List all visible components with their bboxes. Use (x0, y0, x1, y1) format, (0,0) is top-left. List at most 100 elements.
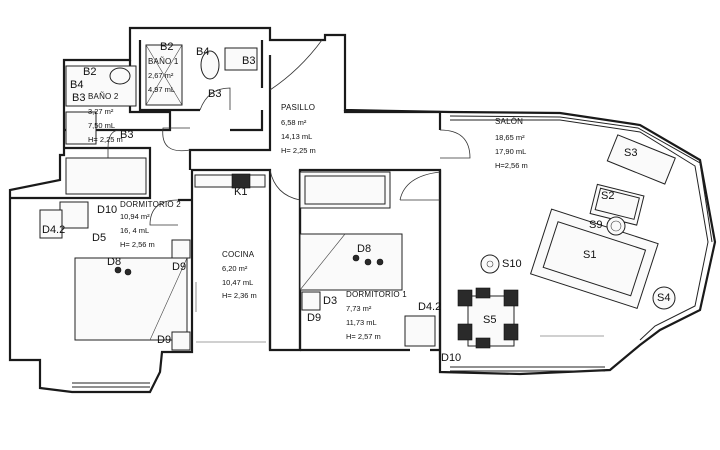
tag-d10-left: D10 (97, 204, 118, 216)
door-salon (439, 129, 471, 159)
door-dorm2 (149, 199, 179, 226)
room-name-dormitorio2: DORMITORIO 2 (120, 200, 181, 209)
chair-s5-4 (503, 323, 519, 341)
wall-dorm2-right (10, 196, 192, 202)
lamp-s9 (606, 216, 626, 236)
sofa-seat (542, 221, 647, 297)
plant-s4 (652, 286, 676, 310)
sink-bano1 (224, 47, 258, 71)
bed-dorm2 (74, 257, 188, 341)
chair-s5-3 (457, 323, 473, 341)
room-height-bano2: H= 2,25 m (88, 135, 123, 144)
toilet-bano2 (109, 67, 131, 85)
wall-bano1 (138, 40, 200, 112)
room-name-bano1: BAÑO 1 (148, 57, 179, 66)
sideboard-s3 (606, 134, 676, 185)
room-perimeter-cocina: 10,47 mL (222, 278, 254, 287)
room-name-salon: SALÓN (495, 117, 524, 126)
wall-pasillo-top (188, 55, 272, 170)
tag-b3-left: B3 (72, 92, 86, 104)
door-cocina (162, 127, 191, 152)
ceiling-light-s10-center (486, 260, 494, 268)
tag-s5: S5 (483, 314, 497, 326)
bathtub-lower (65, 157, 147, 195)
bed2-diagonal (149, 257, 188, 341)
room-perimeter-salon: 17,90 mL (495, 147, 527, 156)
door-bano1 (199, 87, 231, 111)
room-name-cocina: COCINA (222, 250, 255, 259)
door-pasillo-entry (269, 39, 323, 91)
nightstand-d9-lower (171, 331, 191, 351)
room-area-pasillo: 6,58 m² (281, 118, 307, 127)
door-dorm1 (399, 171, 441, 201)
coffee-table-inner (594, 187, 640, 220)
chair-s5-5 (475, 287, 491, 299)
tag-d9-upper: D9 (172, 261, 187, 273)
room-area-salon: 18,65 m² (495, 133, 525, 142)
wardrobe-inner (304, 175, 386, 205)
room-name-bano2: BAÑO 2 (88, 92, 119, 101)
tag-d4-2-right: D4.2 (418, 301, 442, 313)
toilet-bano1 (200, 50, 220, 80)
sink-bano2 (65, 111, 97, 145)
chair-dorm2 (39, 209, 63, 239)
kitchen-appliance-k1 (231, 173, 251, 189)
tag-b4-left: B4 (70, 79, 84, 91)
room-height-dormitorio2: H= 2,56 m (120, 240, 155, 249)
nightstand-d3 (301, 291, 321, 311)
room-perimeter-bano2: 7,50 mL (88, 121, 116, 130)
room-area-dormitorio1: 7,73 m² (346, 304, 372, 313)
room-area-cocina: 6,20 m² (222, 264, 248, 273)
room-area-bano1: 2,67 m² (148, 71, 174, 80)
tag-d10-bottom: D10 (441, 352, 462, 364)
tag-d8-right: D8 (357, 243, 372, 255)
room-height-dormitorio1: H= 2,57 m (346, 332, 381, 341)
room-perimeter-dormitorio2: 16, 4 mL (120, 226, 150, 235)
salon-window (450, 119, 709, 341)
room-height-cocina: H= 2,36 m (222, 291, 257, 300)
bed-diagonal (299, 233, 346, 291)
tag-b3-top: B3 (242, 55, 256, 67)
bed-dorm1 (299, 233, 403, 291)
salon-window-inner (449, 115, 713, 243)
room-height-salon: H=2,56 m (495, 161, 528, 170)
chair-s5-1 (457, 289, 473, 307)
pillow-dorm2-1 (114, 266, 122, 274)
tag-s3: S3 (624, 147, 638, 159)
tag-k1: K1 (234, 186, 248, 198)
tag-s2: S2 (601, 190, 615, 202)
pillow-dorm1-2 (364, 258, 372, 266)
desk-dorm1 (404, 315, 436, 347)
nightstand-d9-upper (171, 239, 191, 259)
outer-wall (8, 26, 717, 394)
tag-b4-top: B4 (196, 46, 210, 58)
pillow-dorm1-3 (376, 258, 384, 266)
tag-s9: S9 (589, 219, 603, 231)
wall-bano1-right (230, 40, 264, 132)
wall-cocina-dorm1 (268, 170, 302, 350)
tag-d3: D3 (323, 295, 338, 307)
wall-pasillo-salon (343, 110, 440, 114)
door-bano2 (107, 129, 121, 158)
tag-d8-left: D8 (107, 256, 122, 268)
lamp-s9-inner (610, 220, 622, 232)
pillow-dorm1-1 (352, 254, 360, 262)
shower-diagonal-2 (145, 44, 183, 106)
tag-s4: S4 (657, 292, 671, 304)
pillow-dorm2-2 (124, 268, 132, 276)
chair-s5-6 (475, 337, 491, 349)
tag-d4-2-left: D4.2 (42, 224, 66, 236)
room-perimeter-dormitorio1: 11,73 mL (346, 318, 377, 327)
door-cocina2 (269, 169, 301, 201)
wall-bano2-bottom (60, 146, 152, 200)
ceiling-light-s10 (480, 254, 500, 274)
tag-b3-right: B3 (208, 88, 222, 100)
kitchen-counter (194, 174, 266, 188)
tag-s10: S10 (502, 258, 522, 270)
tag-b3-small: B3 (120, 129, 134, 141)
tag-d9-lower: D9 (157, 334, 172, 346)
room-perimeter-pasillo: 14,13 mL (281, 132, 313, 141)
tag-b2-top: B2 (160, 41, 174, 53)
